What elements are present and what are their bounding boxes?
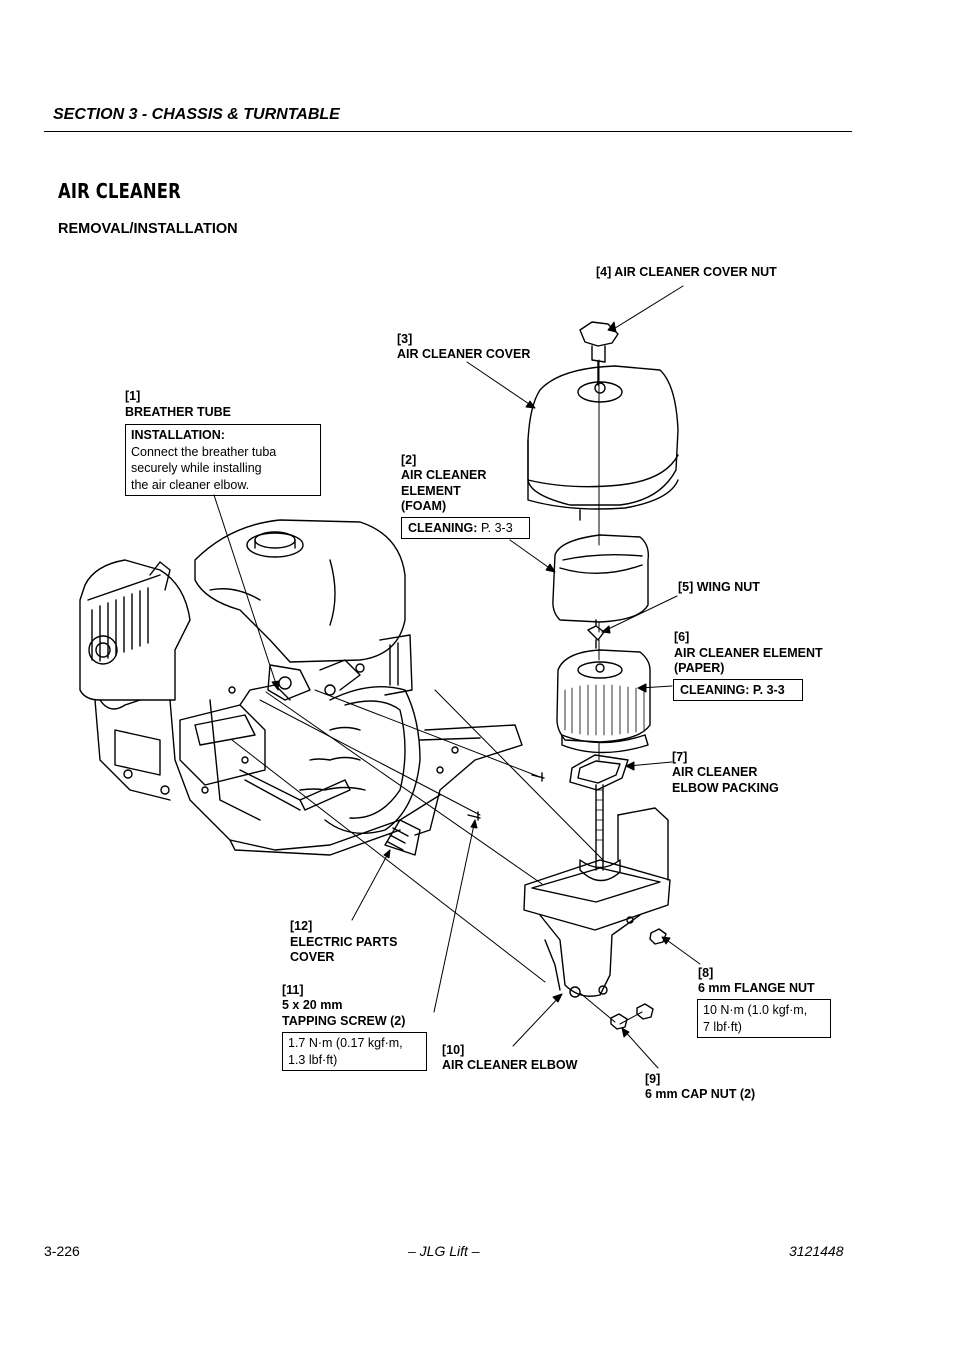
callout-8-torque-line-1: 10 N·m (1.0 kgf·m, xyxy=(703,1003,808,1017)
callout-2-cleaning-ref: P. 3-3 xyxy=(480,521,513,535)
callout-8-torque-box: 10 N·m (1.0 kgf·m, 7 lbf·ft) xyxy=(697,999,831,1038)
installation-line-1: Connect the breather tuba xyxy=(131,444,277,459)
callout-2-line-1: AIR CLEANER xyxy=(401,468,487,482)
callout-1-number: [1] xyxy=(125,389,141,403)
alignment-lines xyxy=(231,359,643,1025)
callout-6-line-1: AIR CLEANER ELEMENT xyxy=(674,646,823,660)
callout-4: [4] AIR CLEANER COVER NUT xyxy=(596,265,777,279)
callout-8-name: 6 mm FLANGE NUT xyxy=(698,981,815,995)
callout-11-torque-line-1: 1.7 N·m (0.17 kgf·m, xyxy=(288,1036,403,1050)
callout-11-number: [11] xyxy=(282,983,304,997)
callout-2-line-2: ELEMENT xyxy=(401,484,461,498)
callout-7-line-2: ELBOW PACKING xyxy=(672,781,779,795)
callout-12-number: [12] xyxy=(290,919,313,933)
callout-9-number: [9] xyxy=(645,1072,661,1086)
header-rule xyxy=(44,131,852,132)
callout-10-name: AIR CLEANER ELBOW xyxy=(442,1058,578,1072)
installation-heading: INSTALLATION: xyxy=(131,428,225,442)
paper-element-part xyxy=(556,649,651,754)
nuts-part xyxy=(610,928,667,1030)
callout-3-name: AIR CLEANER COVER xyxy=(397,347,531,361)
callout-7-number: [7] xyxy=(672,750,688,764)
elbow-part xyxy=(523,784,671,998)
foam-element-part xyxy=(552,534,650,623)
engine-illustration xyxy=(79,519,523,856)
leader-lines xyxy=(213,285,701,1069)
elbow-packing-part xyxy=(569,754,629,791)
callout-11-torque-box: 1.7 N·m (0.17 kgf·m, 1.3 lbf·ft) xyxy=(282,1032,427,1071)
callout-7-line-1: AIR CLEANER xyxy=(672,765,758,779)
callout-11-line-1: 5 x 20 mm xyxy=(282,998,343,1012)
installation-note-box: INSTALLATION: Connect the breather tuba … xyxy=(125,424,321,496)
callout-12-line-2: COVER xyxy=(290,950,335,964)
callout-6-line-2: (PAPER) xyxy=(674,661,725,675)
installation-line-2: securely while installing xyxy=(131,461,262,475)
page-title: AIR CLEANER xyxy=(58,179,181,203)
callout-2-number: [2] xyxy=(401,453,417,467)
screws-part xyxy=(467,772,545,821)
callout-2-cleaning-label: CLEANING: xyxy=(408,521,478,535)
callout-11-torque-line-2: 1.3 lbf·ft) xyxy=(288,1052,338,1067)
callout-5: [5] WING NUT xyxy=(678,580,760,594)
wing-nut-part xyxy=(587,619,605,649)
callout-8-number: [8] xyxy=(698,966,714,980)
section-header: SECTION 3 - CHASSIS & TURNTABLE xyxy=(53,106,340,123)
footer-doc-number: 3121448 xyxy=(789,1243,844,1259)
page-subtitle: REMOVAL/INSTALLATION xyxy=(58,221,238,237)
footer-center: – JLG Lift – xyxy=(408,1243,480,1259)
callout-1-name: BREATHER TUBE xyxy=(125,405,232,419)
callout-10-number: [10] xyxy=(442,1043,465,1057)
callout-2-line-3: (FOAM) xyxy=(401,499,447,513)
callout-6-number: [6] xyxy=(674,630,690,644)
footer-page-number: 3-226 xyxy=(44,1243,80,1259)
callout-11-line-2: TAPPING SCREW (2) xyxy=(282,1014,406,1028)
callout-12-line-1: ELECTRIC PARTS xyxy=(290,935,398,949)
callout-2-cleaning-box: CLEANING: P. 3-3 xyxy=(401,517,530,539)
callout-6-cleaning-box: CLEANING: P. 3-3 xyxy=(673,679,803,701)
callout-3-number: [3] xyxy=(397,332,413,346)
installation-line-3: the air cleaner elbow. xyxy=(131,477,250,492)
callout-8-torque-line-2: 7 lbf·ft) xyxy=(703,1019,742,1034)
air-cleaner-cover-part xyxy=(527,365,679,521)
callout-9-name: 6 mm CAP NUT (2) xyxy=(645,1087,756,1101)
